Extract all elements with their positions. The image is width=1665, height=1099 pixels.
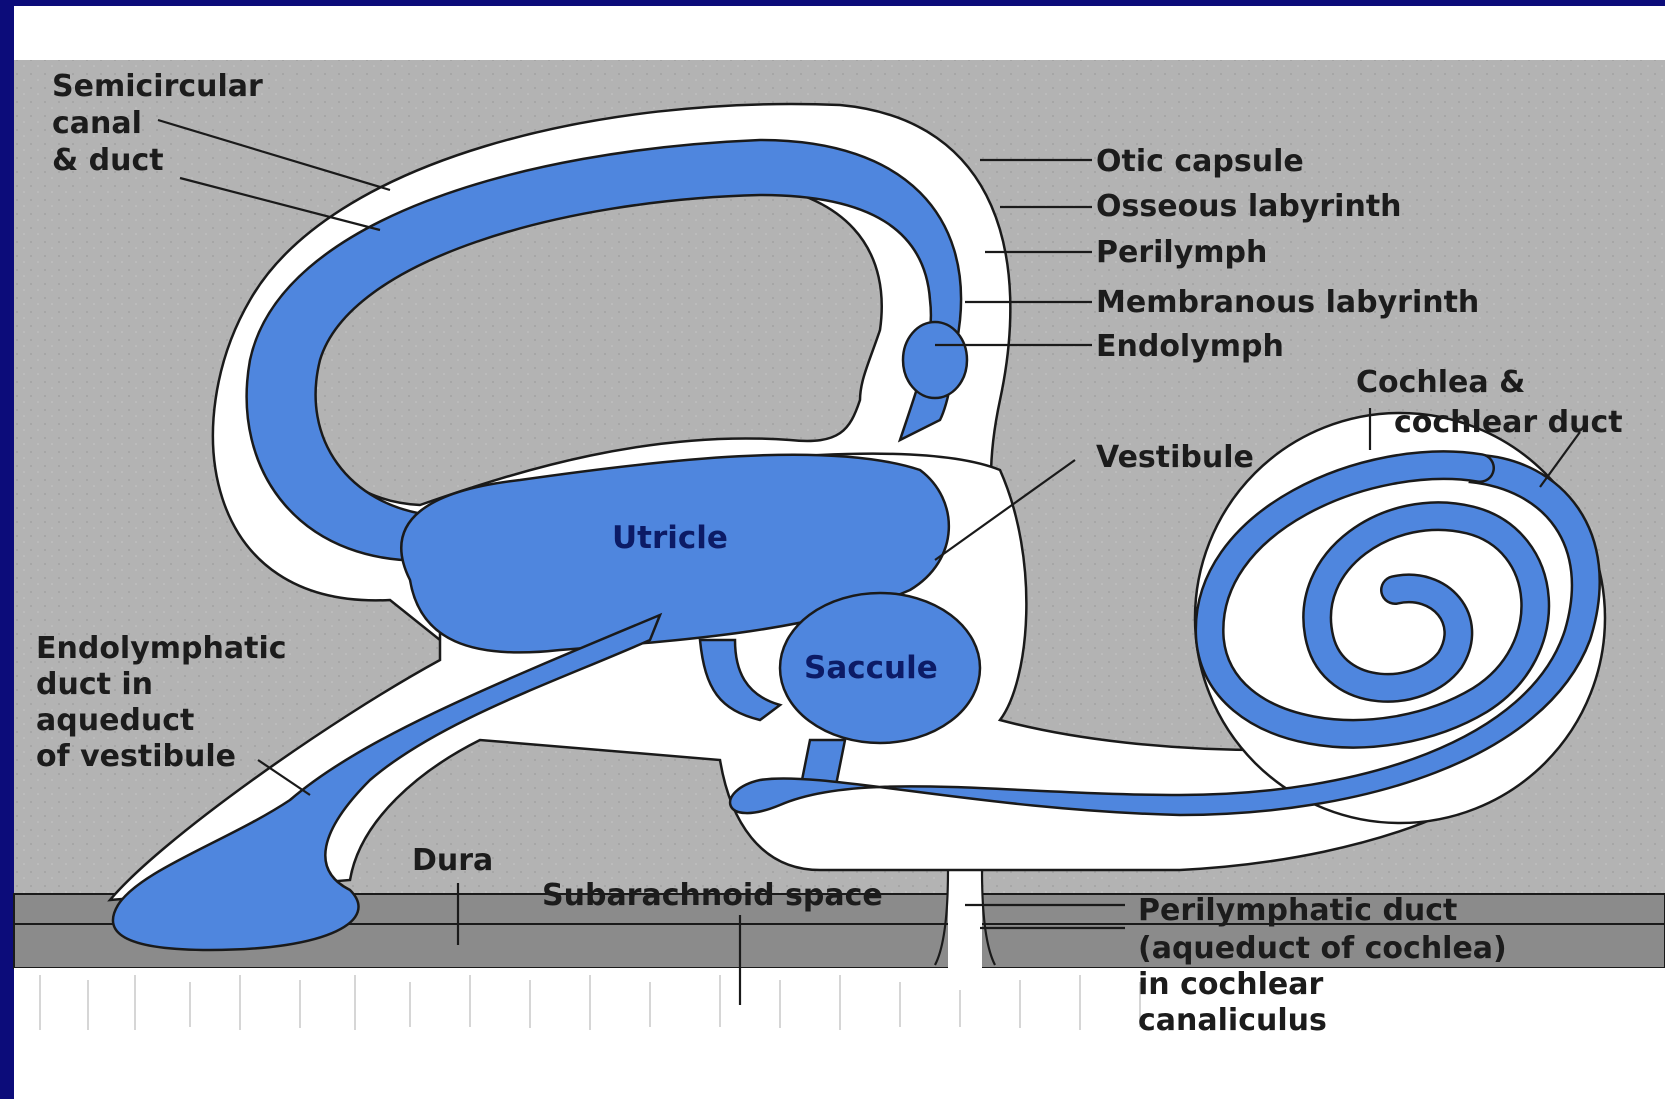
membranous-labyrinth-label: Membranous labyrinth	[1096, 285, 1479, 320]
perilymph-label: Perilymph	[1096, 235, 1267, 270]
endolymph-label: Endolymph	[1096, 329, 1284, 364]
otic-capsule-label: Otic capsule	[1096, 144, 1304, 179]
cochlear-canaliculus	[948, 870, 982, 990]
utricle-label: Utricle	[612, 520, 728, 556]
osseous-labyrinth-label: Osseous labyrinth	[1096, 189, 1402, 224]
vestibule-label: Vestibule	[1096, 440, 1254, 475]
dura-label: Dura	[412, 843, 493, 878]
ampulla	[903, 322, 967, 398]
subarachnoid-space-label: Subarachnoid space	[542, 878, 883, 913]
saccule-label: Saccule	[804, 650, 938, 686]
